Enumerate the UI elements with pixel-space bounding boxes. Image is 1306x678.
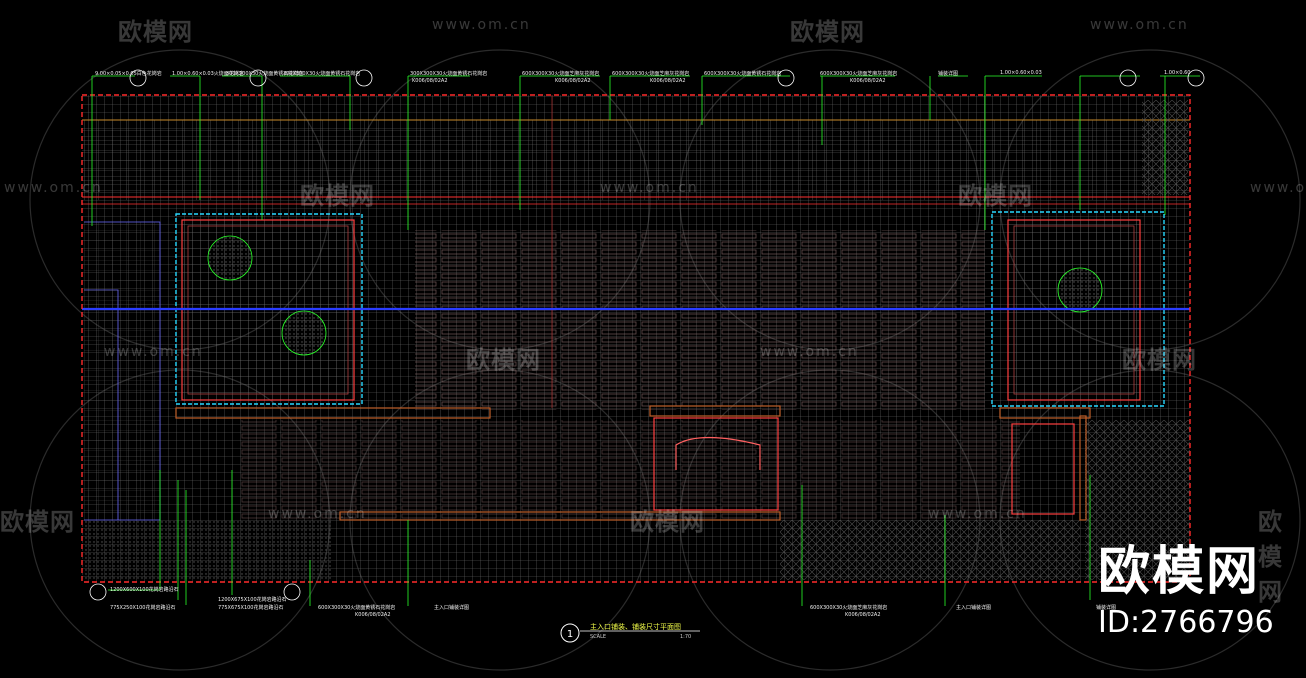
watermark-site-url: www.om.cn	[4, 180, 103, 196]
scale-value: 1:70	[680, 634, 692, 640]
site-boundary	[81, 94, 1191, 583]
watermark-site-cn: 欧模网	[790, 18, 865, 46]
watermark-site-url: www.om.cn	[600, 180, 699, 196]
drawing-number: 1	[567, 629, 573, 640]
drawing-title-marker: 1	[560, 623, 700, 643]
callout-bottom-1: 775X250X100花岗岩路沿石	[110, 605, 176, 611]
watermark-site-url: www.om.cn	[760, 344, 859, 360]
callout-top-7: 600X300X30火烧面芝麻灰花岗岩	[522, 71, 600, 77]
callout-top-11: 600X300X30火烧面黄锈石花岗岩	[704, 71, 782, 77]
watermark-site-cn: 欧模网	[958, 182, 1033, 210]
seating-walls	[175, 405, 1091, 521]
callout-bottom-7: 600X300X30火烧面芝麻灰花岗岩	[810, 605, 888, 611]
callout-bottom-2: 1200X675X100花岗岩路沿石	[218, 597, 287, 603]
callout-top-5: 300X300X30火烧面黄锈石花岗岩	[410, 71, 488, 77]
callout-top-17: 1.00×0.60	[1164, 70, 1191, 76]
watermark-site-url: www.om.cn	[1090, 17, 1189, 33]
watermark-site-cn: 欧模网	[466, 346, 541, 374]
leader-lines-bottom	[108, 470, 1091, 606]
callout-top-8: K006/08/02A2	[555, 78, 591, 84]
callout-top-14: K006/08/02A2	[850, 78, 886, 84]
callout-top-0: 9.00×0.05×0.05白色花岗岩	[95, 71, 162, 77]
callout-top-10: K006/08/02A2	[650, 78, 686, 84]
callout-top-13: 600X300X30火烧面芝麻灰花岗岩	[820, 71, 898, 77]
brand-watermark: 欧模网 ID:2766796	[1098, 540, 1274, 640]
detail-callout-bubbles	[89, 69, 1205, 601]
watermark-site-cn: 欧模网	[300, 182, 375, 210]
watermark-site-url: www.om.cn	[104, 344, 203, 360]
callout-top-15: 铺装详图	[938, 71, 959, 77]
callout-bottom-10: 铺装详图	[1096, 605, 1117, 611]
brand-name: 欧模网	[1098, 542, 1261, 602]
callout-bottom-5: K006/08/02A2	[355, 612, 391, 618]
watermark-site-url: www.om.cn	[1250, 180, 1306, 196]
callout-bottom-4: 600X300X30火烧面黄锈石花岗岩	[318, 605, 396, 611]
callout-bottom-8: K006/08/02A2	[845, 612, 881, 618]
callout-top-9: 600X300X30火烧面芝麻灰花岗岩	[612, 71, 690, 77]
brand-id: ID:2766796	[1098, 605, 1274, 640]
callout-bottom-6: 主入口铺装详图	[434, 605, 470, 611]
callout-top-16: 1.00×0.60×0.03	[1000, 70, 1042, 76]
drawing-title: 主入口铺装、铺装尺寸平面图	[590, 623, 681, 631]
callout-top-2: 300X300X30火烧面黄锈石花岗岩	[226, 71, 304, 77]
leader-lines-top	[91, 75, 1200, 230]
watermark-site-cn: 欧模网	[1258, 508, 1283, 606]
watermark-site-cn: 欧模网	[630, 508, 705, 536]
callout-top-6: K006/08/02A2	[412, 78, 448, 84]
watermark-site-url: www.om.cn	[432, 17, 531, 33]
callout-top-1: 1.00×0.60×0.03火烧面花岗岩	[172, 71, 244, 77]
callout-bottom-3: 775X675X100花岗岩路沿石	[218, 605, 284, 611]
scale-label: SCALE	[590, 634, 607, 640]
callout-bottom-9: 主入口铺装详图	[956, 605, 992, 611]
callout-top-3: 300X300X30火烧面黄锈石花岗岩	[283, 71, 361, 77]
watermark-site-url: www.om.cn	[928, 506, 1027, 522]
watermark-site-url: www.om.cn	[268, 506, 367, 522]
watermark-site-cn: 欧模网	[0, 508, 75, 536]
watermark-site-cn: 欧模网	[118, 18, 193, 46]
watermark-site-cn: 欧模网	[1122, 346, 1197, 374]
callout-bottom-0: 1200X600X100花岗岩路沿石	[110, 587, 179, 593]
